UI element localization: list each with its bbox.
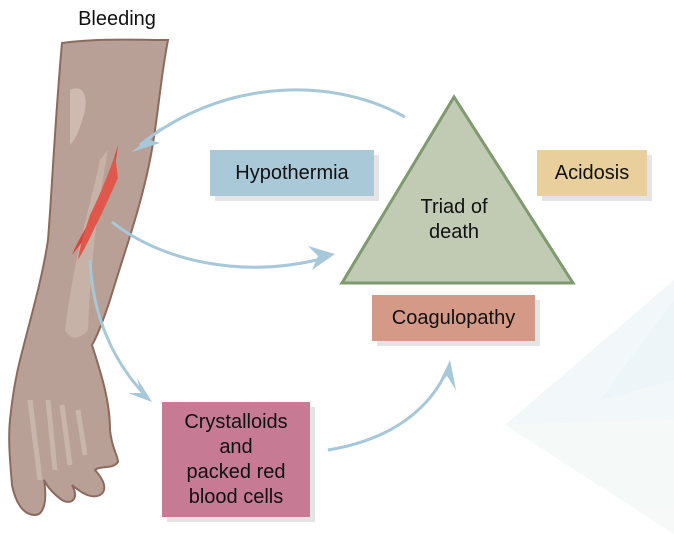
triad-triangle [339, 94, 576, 285]
arrow-to-coagulopathy [327, 367, 450, 452]
triad-line-2: death [428, 221, 480, 243]
crystalloids-box: Crystalloids and packed red blood cells [162, 402, 310, 517]
acidosis-box: Acidosis [537, 150, 647, 196]
crystalloids-line-4: blood cells [188, 485, 284, 508]
arrow-to-crystalloids [88, 259, 150, 400]
coagulopathy-box: Coagulopathy [372, 295, 535, 341]
arrow-to-arm [139, 88, 406, 147]
crystalloids-line-1: Crystalloids [184, 410, 288, 433]
bleeding-label: Bleeding [78, 8, 156, 30]
crystalloids-line-2: and [219, 435, 253, 458]
arrowheads [128, 126, 456, 402]
crystalloids-line-3: packed red [186, 460, 286, 483]
arm-illustration [8, 38, 170, 517]
arrow-to-triad [111, 220, 326, 269]
triad-label: Triad of death [394, 195, 514, 245]
background-decoration [505, 280, 674, 534]
hypothermia-box: Hypothermia [210, 150, 374, 196]
triad-line-1: Triad of [420, 196, 488, 218]
